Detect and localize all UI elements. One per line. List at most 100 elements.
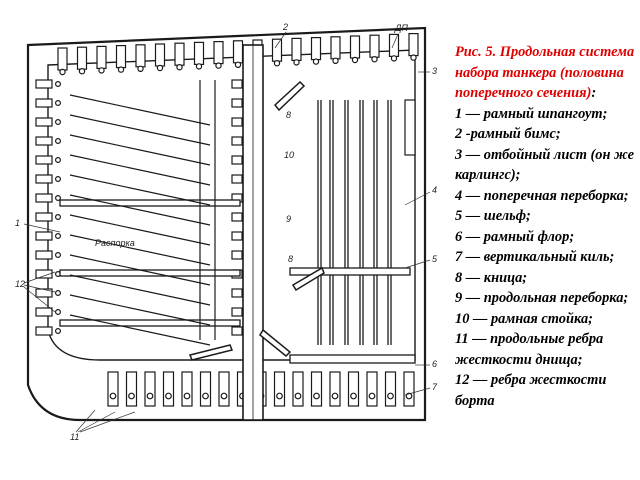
wing-diagonal xyxy=(69,314,211,346)
deck-lightening-hole xyxy=(351,56,359,64)
bottom-floor-stiffener xyxy=(181,371,193,407)
longitudinal-bulkhead xyxy=(242,44,264,421)
bottom-lightening-hole xyxy=(331,392,339,400)
bottom-floor-stiffener xyxy=(384,371,397,407)
bottom-lightening-hole xyxy=(165,392,172,400)
wing-diagonal xyxy=(69,214,211,246)
wing-tank-diagonals xyxy=(69,80,216,346)
deck-lightening-hole xyxy=(332,57,339,65)
label-1: 1 xyxy=(15,218,20,228)
deck-bracket xyxy=(271,38,283,62)
label-12: 12 xyxy=(15,279,25,289)
drawing-labels: ДП 2 3 4 5 6 7 8 8 9 10 11 12 1 Распорка xyxy=(15,22,438,442)
label-dp: ДП xyxy=(394,23,408,33)
label-6: 6 xyxy=(432,359,437,369)
leader-lines xyxy=(23,31,431,433)
bulkhead-frame xyxy=(231,136,243,146)
deck-lightening-hole xyxy=(234,61,242,69)
bulkhead-frame xyxy=(231,288,243,298)
deck-bracket xyxy=(57,47,68,71)
side-frame xyxy=(35,155,53,165)
deck-lightening-hole xyxy=(59,68,66,76)
deck-lightening-hole xyxy=(273,60,281,67)
deck-lightening-hole xyxy=(390,55,398,62)
bottom-floor-stiffener xyxy=(366,371,378,407)
side-hole xyxy=(54,252,61,259)
deck-bracket xyxy=(330,36,341,60)
side-hole xyxy=(54,195,61,202)
side-frame xyxy=(35,79,53,89)
deck-bracket xyxy=(193,41,205,66)
wing-diagonal xyxy=(69,194,211,226)
legend-item: 8 — кница; xyxy=(455,269,528,286)
deck-bracket xyxy=(154,43,166,67)
deck-bracket xyxy=(174,42,185,66)
deck-bracket xyxy=(291,37,302,62)
wing-diagonal xyxy=(69,134,211,166)
side-hole xyxy=(54,214,61,221)
deck-lightening-hole xyxy=(117,66,125,73)
bottom-floor-stiffener xyxy=(273,371,286,407)
wing-diagonal xyxy=(69,114,211,146)
side-frame xyxy=(35,212,53,222)
label-9: 9 xyxy=(286,214,291,224)
bulkhead-frame xyxy=(231,212,243,222)
legend-item: 1 — рамный шпангоут; xyxy=(455,105,608,122)
legend-item: 10 — рамная стойка; xyxy=(455,310,593,327)
label-7: 7 xyxy=(432,382,438,392)
legend-item: 9 — продольная переборка; xyxy=(455,290,629,306)
label-11: 11 xyxy=(70,432,79,442)
deck-lightening-hole xyxy=(312,58,320,65)
bottom-floor-stiffener xyxy=(329,371,341,407)
bulkhead-frame xyxy=(231,307,243,317)
deck-bracket xyxy=(115,44,127,69)
wing-diagonal xyxy=(69,174,211,206)
bottom-lightening-hole xyxy=(387,392,394,400)
bottom-lightening-hole xyxy=(368,392,376,400)
deck-lightening-hole xyxy=(78,67,86,75)
label-strut: Распорка xyxy=(95,238,135,248)
bottom-floor-stiffener xyxy=(218,371,230,407)
side-hole xyxy=(54,176,61,183)
side-shell-frames xyxy=(35,79,243,336)
label-5: 5 xyxy=(432,254,438,264)
bottom-lightening-hole xyxy=(146,392,154,400)
side-hole xyxy=(54,138,61,145)
bottom-floor-stiffener xyxy=(107,371,119,407)
deck-bracket xyxy=(388,33,400,58)
deck-bracket xyxy=(310,36,322,61)
deck-bracket xyxy=(408,32,419,57)
bottom-lightening-hole xyxy=(313,392,320,400)
deck-lightening-hole xyxy=(215,62,222,69)
side-frame xyxy=(35,193,53,203)
deck-bracket xyxy=(76,46,88,70)
legend-item: 2 -рамный бимс; xyxy=(455,126,561,142)
bottom-floors xyxy=(107,371,415,407)
bulkhead-frame xyxy=(231,250,243,260)
label-2: 2 xyxy=(282,22,288,32)
bulkhead-frame xyxy=(231,117,243,127)
deck-lightening-hole xyxy=(98,67,105,74)
bottom-lightening-hole xyxy=(220,392,228,400)
wing-diagonal xyxy=(69,254,211,286)
legend-item: 5 — шельф; xyxy=(455,208,531,224)
side-hole xyxy=(54,290,61,297)
deck-brackets xyxy=(57,32,419,76)
side-frame xyxy=(35,174,53,184)
legend-list: 1 — рамный шпангоут;2 -рамный бимс;3 — о… xyxy=(455,104,635,412)
deck-bracket xyxy=(232,40,244,64)
bottom-floor-stiffener xyxy=(310,371,323,407)
bulkhead-frame xyxy=(231,231,243,241)
caption-title: Рис. 5. Продольная система набора танкер… xyxy=(455,44,635,101)
wing-diagonal xyxy=(69,274,211,306)
label-8-upper: 8 xyxy=(286,110,291,120)
deck-bracket xyxy=(369,34,380,58)
bottom-lightening-hole xyxy=(128,392,135,400)
caption-colon: : xyxy=(591,85,597,101)
side-frame xyxy=(35,326,53,336)
legend-item: 4 — поперечная переборка; xyxy=(455,187,629,204)
side-hole xyxy=(54,328,61,335)
legend-item: 6 — рамный флор; xyxy=(455,228,575,245)
side-frame xyxy=(35,250,53,260)
side-frame xyxy=(35,288,53,298)
